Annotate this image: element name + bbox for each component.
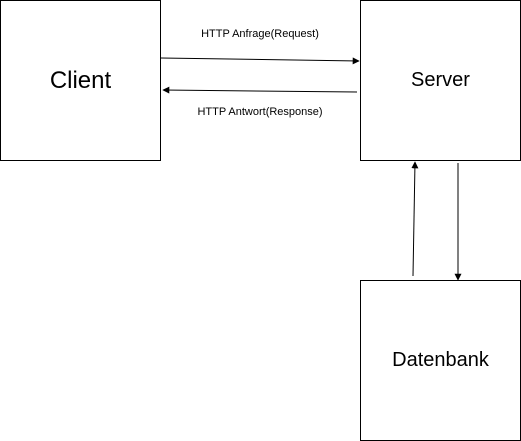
request-arrow [160, 57, 360, 65]
client-box: Client [0, 0, 161, 161]
client-label: Client [49, 66, 112, 94]
database-label: Datenbank [392, 349, 489, 371]
response-arrow [162, 86, 358, 94]
server-label: Server [411, 69, 470, 91]
response-label: HTTP Antwort(Response) [197, 106, 323, 118]
database-box: Datenbank [360, 280, 521, 441]
db-to-server-arrow [411, 161, 419, 277]
server-box: Server [360, 0, 521, 161]
request-label: HTTP Anfrage(Request) [201, 28, 319, 40]
